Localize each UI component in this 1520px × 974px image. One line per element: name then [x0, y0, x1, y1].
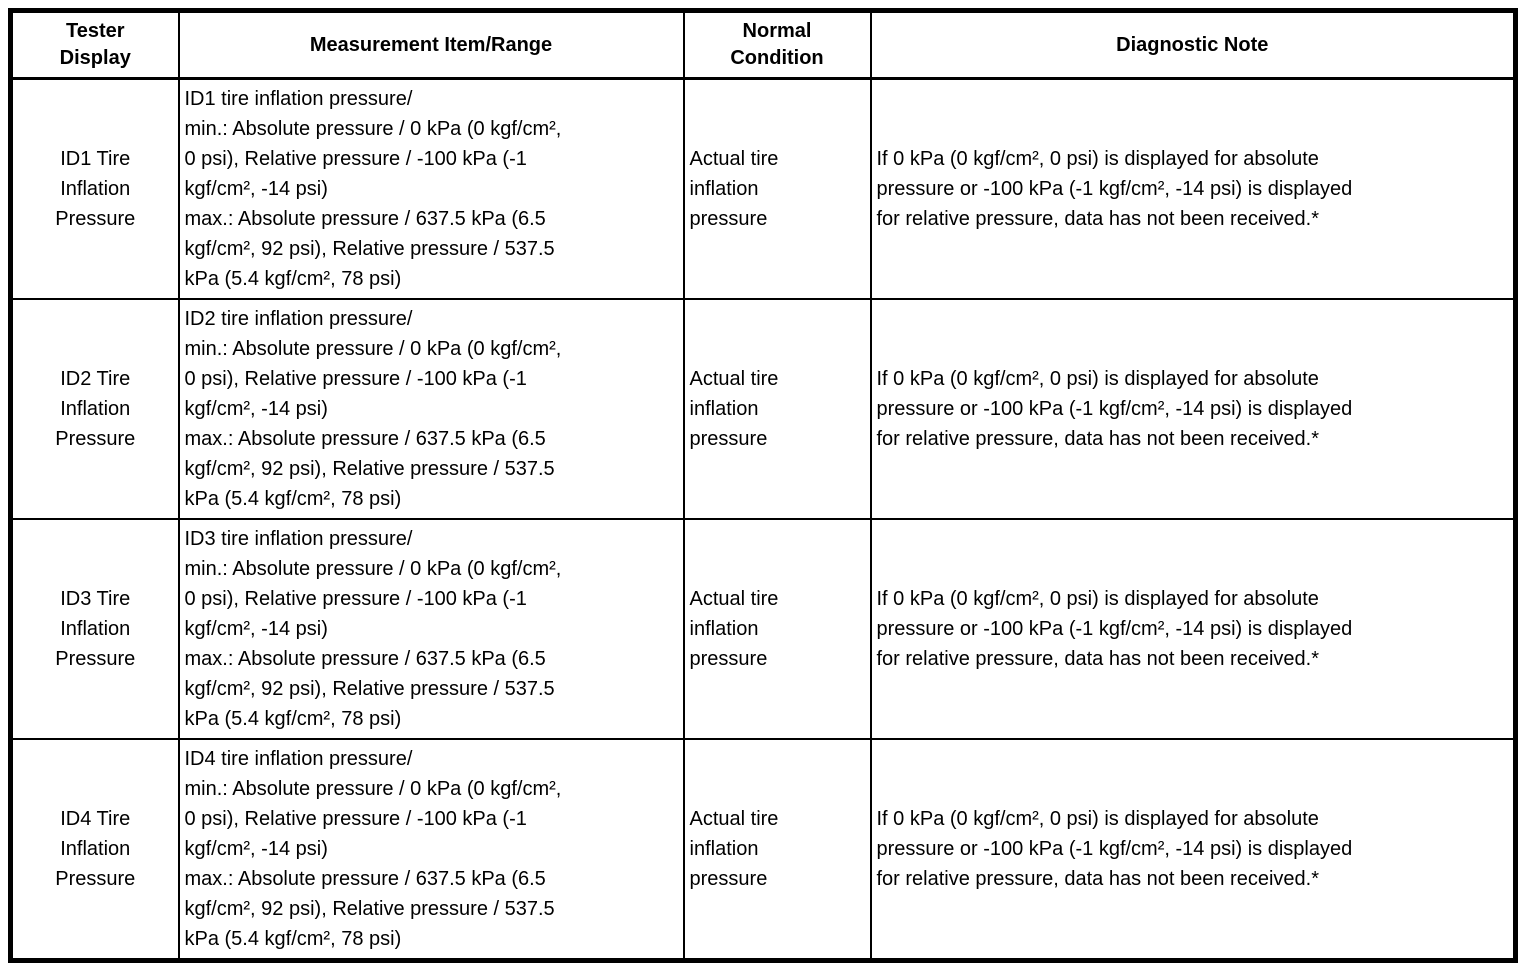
cell-normal-condition: Actual tire inflation pressure — [682, 738, 872, 962]
cell-diagnostic-note: If 0 kPa (0 kgf/cm², 0 psi) is displayed… — [869, 738, 1517, 962]
cell-tester-display: ID3 Tire Inflation Pressure — [9, 518, 180, 740]
cell-tester-display: ID2 Tire Inflation Pressure — [9, 298, 180, 520]
table-header-row: Tester Display Measurement Item/Range No… — [9, 9, 1517, 80]
table-row: ID1 Tire Inflation Pressure ID1 tire inf… — [9, 77, 1517, 300]
cell-diagnostic-note: If 0 kPa (0 kgf/cm², 0 psi) is displayed… — [869, 298, 1517, 520]
cell-normal-condition: Actual tire inflation pressure — [682, 298, 872, 520]
header-measurement-item-range: Measurement Item/Range — [177, 9, 685, 80]
table-row: ID2 Tire Inflation Pressure ID2 tire inf… — [9, 298, 1517, 520]
cell-measurement-item-range: ID1 tire inflation pressure/ min.: Absol… — [177, 77, 685, 300]
cell-tester-display: ID4 Tire Inflation Pressure — [9, 738, 180, 962]
cell-measurement-item-range: ID4 tire inflation pressure/ min.: Absol… — [177, 738, 685, 962]
diagnostic-data-table: Tester Display Measurement Item/Range No… — [8, 8, 1518, 963]
header-normal-condition: Normal Condition — [682, 9, 872, 80]
table-row: ID4 Tire Inflation Pressure ID4 tire inf… — [9, 738, 1517, 962]
cell-diagnostic-note: If 0 kPa (0 kgf/cm², 0 psi) is displayed… — [869, 77, 1517, 300]
cell-measurement-item-range: ID3 tire inflation pressure/ min.: Absol… — [177, 518, 685, 740]
cell-tester-display: ID1 Tire Inflation Pressure — [9, 77, 180, 300]
cell-normal-condition: Actual tire inflation pressure — [682, 77, 872, 300]
cell-normal-condition: Actual tire inflation pressure — [682, 518, 872, 740]
header-diagnostic-note: Diagnostic Note — [869, 9, 1517, 80]
cell-measurement-item-range: ID2 tire inflation pressure/ min.: Absol… — [177, 298, 685, 520]
header-tester-display: Tester Display — [9, 9, 180, 80]
table-row: ID3 Tire Inflation Pressure ID3 tire inf… — [9, 518, 1517, 740]
cell-diagnostic-note: If 0 kPa (0 kgf/cm², 0 psi) is displayed… — [869, 518, 1517, 740]
